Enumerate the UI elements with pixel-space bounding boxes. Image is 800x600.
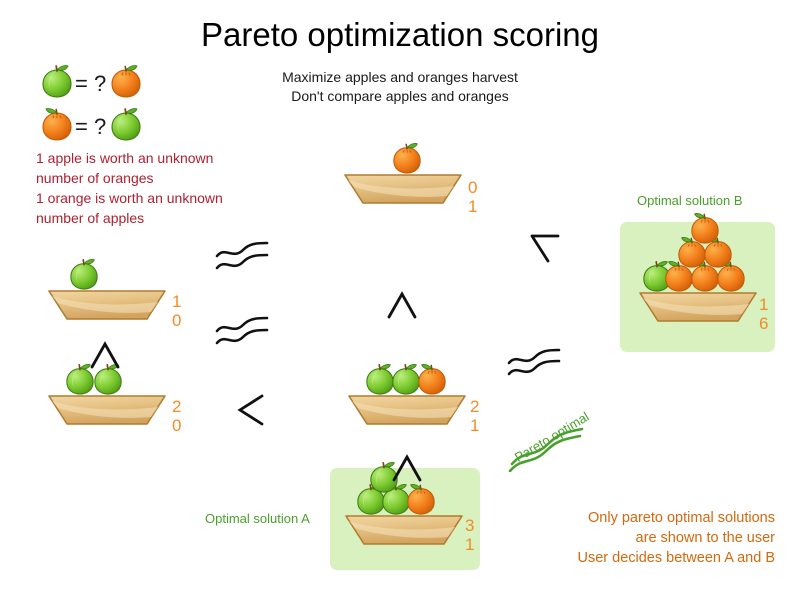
score-oranges: 0	[172, 416, 182, 435]
footer-note: Only pareto optimal solutions are shown …	[470, 508, 776, 568]
subtitle-line-1: Maximize apples and oranges harvest	[282, 69, 518, 85]
fruit-stack	[46, 321, 166, 401]
approximately-equal-icon	[505, 347, 565, 386]
bowl-one-apple: 1 0	[46, 259, 181, 330]
bowl-icon	[46, 393, 166, 427]
caret-up-icon	[390, 453, 424, 488]
score-apples: 2	[172, 397, 182, 416]
angle-down-left-icon	[528, 232, 562, 269]
orange-icon	[405, 482, 437, 521]
bowl-icon	[46, 288, 166, 322]
apple-icon	[92, 362, 124, 401]
approximately-equal-icon	[213, 240, 273, 281]
fruit-stack	[46, 216, 166, 296]
orange-icon	[689, 211, 721, 250]
apple-icon	[64, 362, 96, 401]
score-oranges: 0	[172, 311, 182, 330]
caret-up-icon	[88, 340, 122, 375]
equals-question-operator: = ?	[75, 70, 107, 96]
bowl-solution-b: 1 6	[637, 213, 768, 333]
bowl-orange-only: 0 1	[342, 143, 477, 216]
score-oranges: 6	[759, 314, 769, 333]
footer-line-3: User decides between A and B	[577, 550, 776, 566]
orange-icon	[109, 63, 143, 104]
bowl-icon	[343, 513, 463, 547]
apple-icon	[641, 259, 673, 298]
orange-icon	[40, 106, 74, 147]
approximately-equal-icon	[213, 315, 273, 356]
apple-icon	[40, 63, 74, 104]
legend-note-line-4: number of apples	[36, 210, 145, 226]
footer-line-2: are shown to the user	[635, 530, 775, 546]
equals-question-operator: = ?	[75, 113, 107, 139]
legend-note-line-3: 1 orange is worth an unknown	[36, 190, 223, 206]
equivalence-row-apple-to-orange: = ?	[40, 63, 143, 104]
score-oranges: 1	[470, 416, 480, 435]
bowl-icon	[637, 290, 757, 324]
legend-note-line-1: 1 apple is worth an unknown	[36, 150, 214, 166]
score-apples: 2	[470, 397, 480, 416]
footer-line-1: Only pareto optimal solutions	[588, 510, 775, 526]
fruit-stack	[342, 100, 462, 180]
page-title: Pareto optimization scoring	[200, 16, 600, 53]
apple-icon	[109, 106, 143, 147]
bowl-solution-a: 3 1	[343, 462, 474, 554]
apple-icon	[68, 257, 100, 296]
fruit-stack	[637, 193, 757, 298]
caret-up-icon	[385, 290, 419, 325]
apple-icon	[390, 362, 422, 401]
score-oranges: 1	[465, 535, 475, 554]
score-oranges: 1	[468, 197, 478, 216]
subtitle: Maximize apples and oranges harvest Don'…	[150, 68, 650, 106]
apple-icon	[380, 482, 412, 521]
legend-note: 1 apple is worth an unknown number of or…	[36, 148, 296, 228]
equivalence-row-orange-to-apple: = ?	[40, 106, 143, 147]
subtitle-line-2: Don't compare apples and oranges	[291, 88, 509, 104]
apple-icon	[368, 460, 400, 499]
orange-icon	[663, 259, 695, 298]
pareto-optimal-approximately-equal-icon	[506, 424, 596, 477]
score-apples: 0	[468, 178, 478, 197]
orange-icon	[391, 141, 423, 180]
score-apples: 3	[465, 516, 475, 535]
score-apples: 1	[759, 295, 769, 314]
bowl-icon	[346, 393, 466, 427]
optimal-solution-a-label: Optimal solution A	[205, 511, 310, 526]
orange-icon	[676, 235, 708, 274]
legend-note-line-2: number of oranges	[36, 170, 154, 186]
bowl-icon	[342, 172, 462, 206]
orange-icon	[715, 259, 747, 298]
score-apples: 1	[172, 292, 182, 311]
fruit-stack	[343, 441, 463, 521]
apple-icon	[364, 362, 396, 401]
optimal-solution-b-label: Optimal solution B	[637, 193, 743, 208]
fruit-stack	[346, 321, 466, 401]
bowl-two-apples: 2 0	[46, 364, 181, 435]
less-than-icon	[235, 392, 267, 433]
bowl-two-apples-one-orange: 2 1	[346, 364, 479, 435]
orange-icon	[416, 362, 448, 401]
